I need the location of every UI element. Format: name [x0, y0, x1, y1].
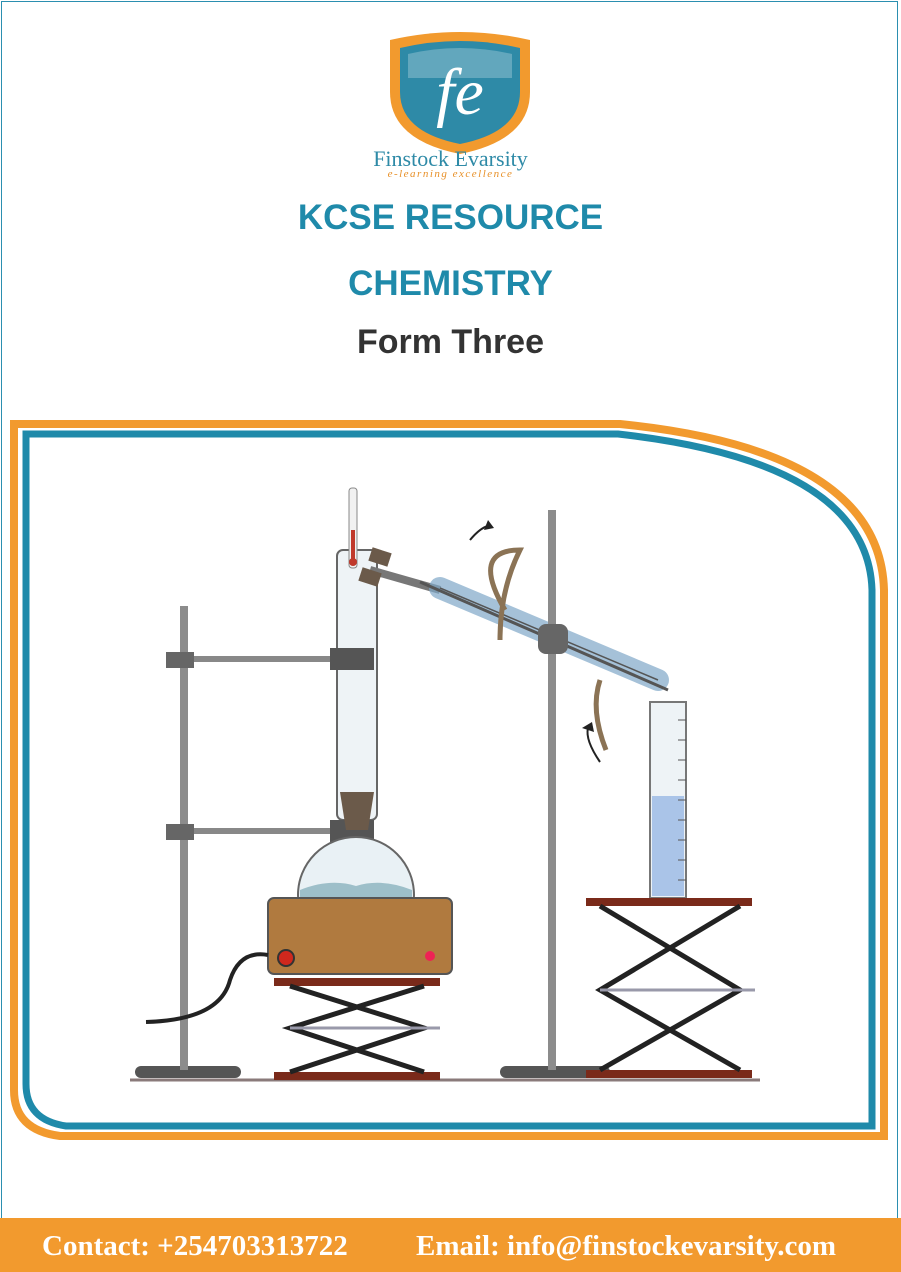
left-lab-jack: [274, 978, 440, 1080]
hot-plate: [145, 897, 453, 1024]
left-retort-stand: [135, 606, 334, 1078]
email-text[interactable]: Email: info@finstockevarsity.com: [416, 1230, 837, 1262]
measuring-cylinder: [649, 701, 687, 899]
brand-tagline: e-learning excellence: [387, 168, 514, 180]
subject-title: CHEMISTRY: [348, 264, 553, 303]
footer-bar: Contact: +254703313722 Email: info@finst…: [0, 1218, 901, 1272]
contact-text: Contact: +254703313722: [42, 1230, 348, 1262]
fractionating-column: [330, 487, 378, 842]
level-title: Form Three: [356, 323, 545, 361]
right-retort-stand: [500, 510, 610, 1078]
resource-title: KCSE RESOURCE: [297, 198, 604, 237]
logo-letters: fe: [436, 56, 484, 129]
distillation-illustration: [10, 420, 888, 1140]
brand-name: Finstock Evarsity: [373, 146, 528, 171]
frame-orange: [10, 420, 888, 1140]
right-lab-jack: [586, 898, 755, 1078]
frame-blue: [22, 430, 876, 1130]
finstock-logo-icon: fe: [390, 32, 530, 154]
